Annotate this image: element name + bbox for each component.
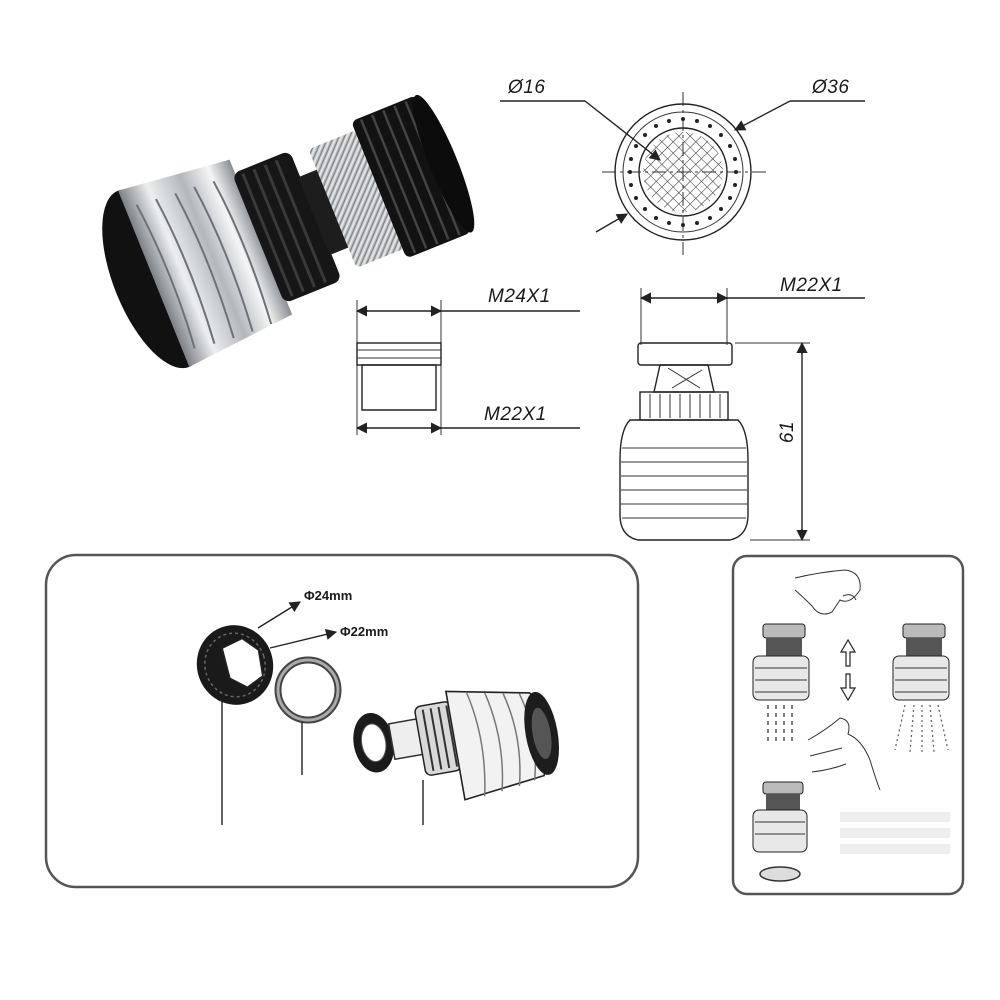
usage-head-removed xyxy=(752,781,808,882)
head-side-view-drawing: M22X1 61 xyxy=(619,275,865,542)
usage-head-stream xyxy=(752,623,810,745)
head-collar xyxy=(639,391,729,421)
outer-ring xyxy=(614,103,752,241)
usage-panel xyxy=(731,554,965,896)
mesh-screen xyxy=(643,132,723,212)
front-view-drawing: Ø16 Ø36 xyxy=(500,77,865,255)
assembly-inner-label: Φ22mm xyxy=(340,624,388,639)
head-body xyxy=(619,419,749,541)
assembly-panel: Φ24mm Φ22mm xyxy=(44,553,640,889)
up-arrow-icon xyxy=(839,638,857,667)
adapter-outer-thread-label: M24X1 xyxy=(488,286,551,307)
assembly-adapter xyxy=(196,625,274,705)
knurled-ring xyxy=(309,131,404,267)
perforation-ring xyxy=(628,117,738,227)
adapter-inner-thread-label: M22X1 xyxy=(484,404,547,425)
adapter-flange xyxy=(356,342,442,366)
head-cap xyxy=(637,342,733,366)
usage-panel-frame xyxy=(731,554,965,896)
adapter-thread-body xyxy=(361,364,437,411)
height-label: 61 xyxy=(777,421,798,443)
assembly-aerator-head xyxy=(353,690,559,801)
down-arrow-icon xyxy=(839,673,857,702)
adapter-drawing: M24X1 M22X1 xyxy=(355,286,580,435)
assembly-panel-frame xyxy=(44,553,640,889)
head-thread-label: M22X1 xyxy=(780,275,843,296)
product-photo xyxy=(102,94,475,369)
outer-diameter-label: Ø36 xyxy=(811,77,849,98)
assembly-outer-label: Φ24mm xyxy=(304,588,352,603)
usage-head-spray xyxy=(892,623,950,754)
hand-icon xyxy=(794,569,861,615)
inner-diameter-label: Ø16 xyxy=(507,77,545,98)
